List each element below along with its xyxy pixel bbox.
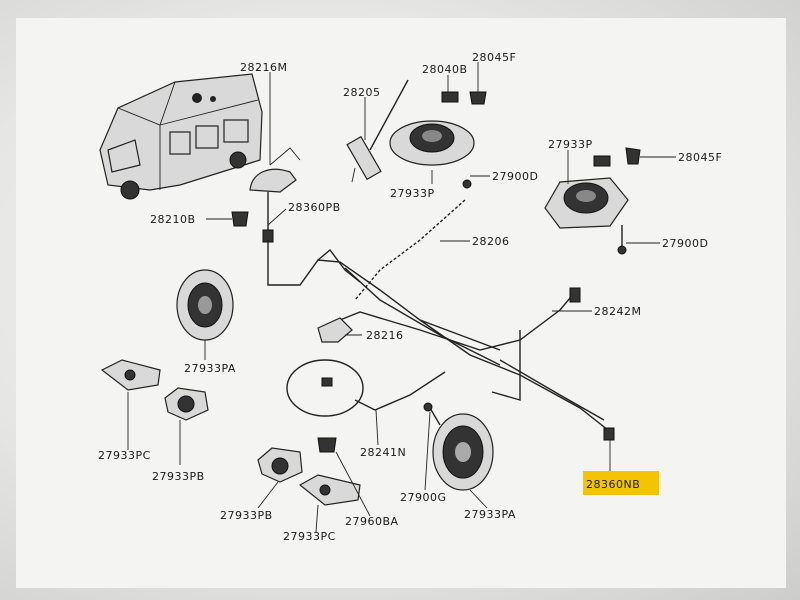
loop-cable-28241N xyxy=(286,359,446,417)
label-28040B: 28040B xyxy=(422,63,468,76)
label-28360NB: 28360NB xyxy=(586,478,640,491)
grommet-28210B xyxy=(231,211,249,227)
label-27900G: 27900G xyxy=(400,491,447,504)
tweeter-27933PB-bottom xyxy=(257,447,303,483)
label-27900D-top: 27900D xyxy=(492,170,538,183)
bracket-27933PC-left xyxy=(100,359,161,391)
label-28216M: 28216M xyxy=(240,61,287,74)
antenna-mast xyxy=(346,79,409,183)
label-28205: 28205 xyxy=(343,86,381,99)
bracket-27933PC-bottom xyxy=(298,474,361,506)
label-27933PB-left: 27933PB xyxy=(152,470,205,483)
label-27933PC-bottom: 27933PC xyxy=(283,530,336,543)
wire-harness xyxy=(267,199,615,441)
label-27960BA: 27960BA xyxy=(345,515,399,528)
label-28045F-top: 28045F xyxy=(472,51,516,64)
connector-28216 xyxy=(317,317,353,343)
label-27900D-right: 27900D xyxy=(662,237,708,250)
speaker-27933P-left xyxy=(389,91,487,189)
label-27933PC-left: 27933PC xyxy=(98,449,151,462)
speaker-27933P-right xyxy=(544,147,641,255)
tweeter-27933PB-left xyxy=(164,387,209,421)
leader-lines xyxy=(127,62,676,533)
roof-antenna-base xyxy=(249,147,301,243)
grommet-27960BA xyxy=(317,437,337,453)
label-28242M: 28242M xyxy=(594,305,641,318)
label-28210B: 28210B xyxy=(150,213,196,226)
label-27933P-top-right: 27933P xyxy=(548,138,593,151)
label-27933P-top-left: 27933P xyxy=(390,187,435,200)
label-28241N: 28241N xyxy=(360,446,406,459)
van-illustration xyxy=(99,73,263,200)
label-28206: 28206 xyxy=(472,235,510,248)
speaker-27933PA-right xyxy=(423,402,494,491)
label-28216: 28216 xyxy=(366,329,404,342)
speaker-27933PA-left xyxy=(176,269,234,341)
label-28045F-right: 28045F xyxy=(678,151,722,164)
highlight-box xyxy=(583,471,659,495)
label-27933PA-right: 27933PA xyxy=(464,508,516,521)
label-28360PB: 28360PB xyxy=(288,201,341,214)
label-27933PB-bottom: 27933PB xyxy=(220,509,273,522)
part-labels: 28216M 28205 28040B 28045F 27933P 27900D… xyxy=(98,51,722,543)
label-27933PA-left: 27933PA xyxy=(184,362,236,375)
